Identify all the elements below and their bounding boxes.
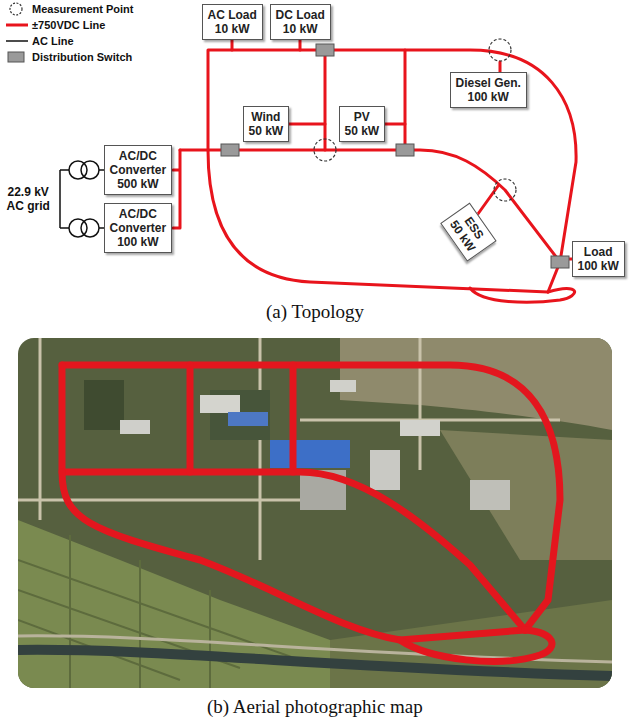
component-label: AC/DC Converter 100 kW (110, 207, 167, 249)
building (470, 480, 510, 510)
legend-text: AC Line (32, 34, 74, 48)
transformer-symbol (81, 161, 99, 179)
legend-text: Measurement Point (32, 2, 133, 16)
text-line: AC Load (208, 8, 257, 22)
building (270, 440, 350, 468)
dc-line-overlay (62, 365, 560, 630)
dc-line-overlay (400, 630, 552, 661)
text-line: Diesel Gen. (456, 76, 521, 90)
tree-patch (84, 380, 124, 430)
text-line: AC grid (7, 199, 50, 213)
ac-line-sample (6, 40, 28, 42)
component-box: Diesel Gen. 100 kW (450, 72, 527, 108)
field-border (18, 535, 300, 688)
building (228, 412, 268, 426)
component-box: Wind 50 kW (243, 106, 290, 142)
transformer-symbol (81, 219, 99, 237)
component-box: AC Load 10 kW (202, 4, 263, 40)
component-box: Load 100 kW (572, 241, 625, 277)
text-line: 100 kW (578, 259, 619, 273)
distribution-switch (221, 144, 239, 156)
dc-line (180, 150, 560, 262)
text-line: 100 kW (456, 90, 521, 104)
measurement-point (314, 139, 336, 161)
legend-text: ±750VDC Line (32, 18, 105, 32)
dc-line (404, 50, 407, 150)
component-label: Load 100 kW (578, 245, 619, 273)
dc-line (324, 50, 327, 150)
building (330, 380, 356, 392)
text-line: AC/DC (110, 207, 167, 221)
text-line: 100 kW (110, 235, 167, 249)
dc-line (208, 150, 548, 292)
building (200, 395, 240, 413)
text-line: 50 kW (249, 124, 284, 138)
switch-sample (8, 52, 24, 62)
building (400, 420, 440, 436)
distribution-switch (316, 44, 334, 56)
text-line: 50 kW (345, 124, 380, 138)
dc-bus (173, 150, 180, 228)
distribution-switch (396, 144, 414, 156)
component-label: DC Load 10 kW (276, 8, 325, 36)
field (440, 430, 612, 560)
component-label: PV 50 kW (345, 110, 380, 138)
component-label: AC/DC Converter 500 kW (110, 149, 167, 191)
text-line: 10 kW (276, 22, 325, 36)
component-box: ESS 50 kW (440, 203, 496, 262)
caption: (a) Topology (266, 301, 364, 323)
text-line: AC/DC (110, 149, 167, 163)
feeder-stub (232, 40, 582, 259)
component-label: ESS 50 kW (446, 210, 489, 254)
component-box: DC Load 10 kW (270, 4, 331, 40)
text-line: Converter (110, 163, 167, 177)
caption: (b) Aerial photographic map (207, 696, 423, 718)
field (340, 338, 612, 430)
legend-text: Distribution Switch (32, 50, 132, 64)
text-line: Wind (249, 110, 284, 124)
text-line: 22.9 kV (7, 185, 50, 199)
text-line: Load (578, 245, 619, 259)
text-line: DC Load (276, 8, 325, 22)
grid-label: 22.9 kV AC grid (7, 185, 50, 213)
measurement-point (494, 179, 516, 201)
text-line: PV (345, 110, 380, 124)
dc-line-overlay (62, 365, 525, 630)
dc-line-sample (6, 24, 28, 27)
dc-line (208, 50, 576, 292)
component-label: Diesel Gen. 100 kW (456, 76, 521, 104)
text-line: Converter (110, 221, 167, 235)
text-line: 10 kW (208, 22, 257, 36)
component-label: Wind 50 kW (249, 110, 284, 138)
component-box: PV 50 kW (339, 106, 386, 142)
component-box: AC/DC Converter 100 kW (104, 203, 173, 253)
distribution-switch (551, 256, 569, 268)
building (370, 450, 400, 490)
dc-line (470, 288, 575, 302)
building (120, 420, 150, 434)
measurement-point (489, 39, 511, 61)
text-line: 500 kW (110, 177, 167, 191)
component-label: AC Load 10 kW (208, 8, 257, 36)
measurement-symbol (10, 3, 22, 15)
dc-line-overlay (190, 365, 293, 472)
dc-line-overlay (62, 472, 525, 640)
aerial-ground (18, 338, 612, 688)
component-box: AC/DC Converter 500 kW (104, 145, 173, 195)
river (18, 650, 612, 676)
